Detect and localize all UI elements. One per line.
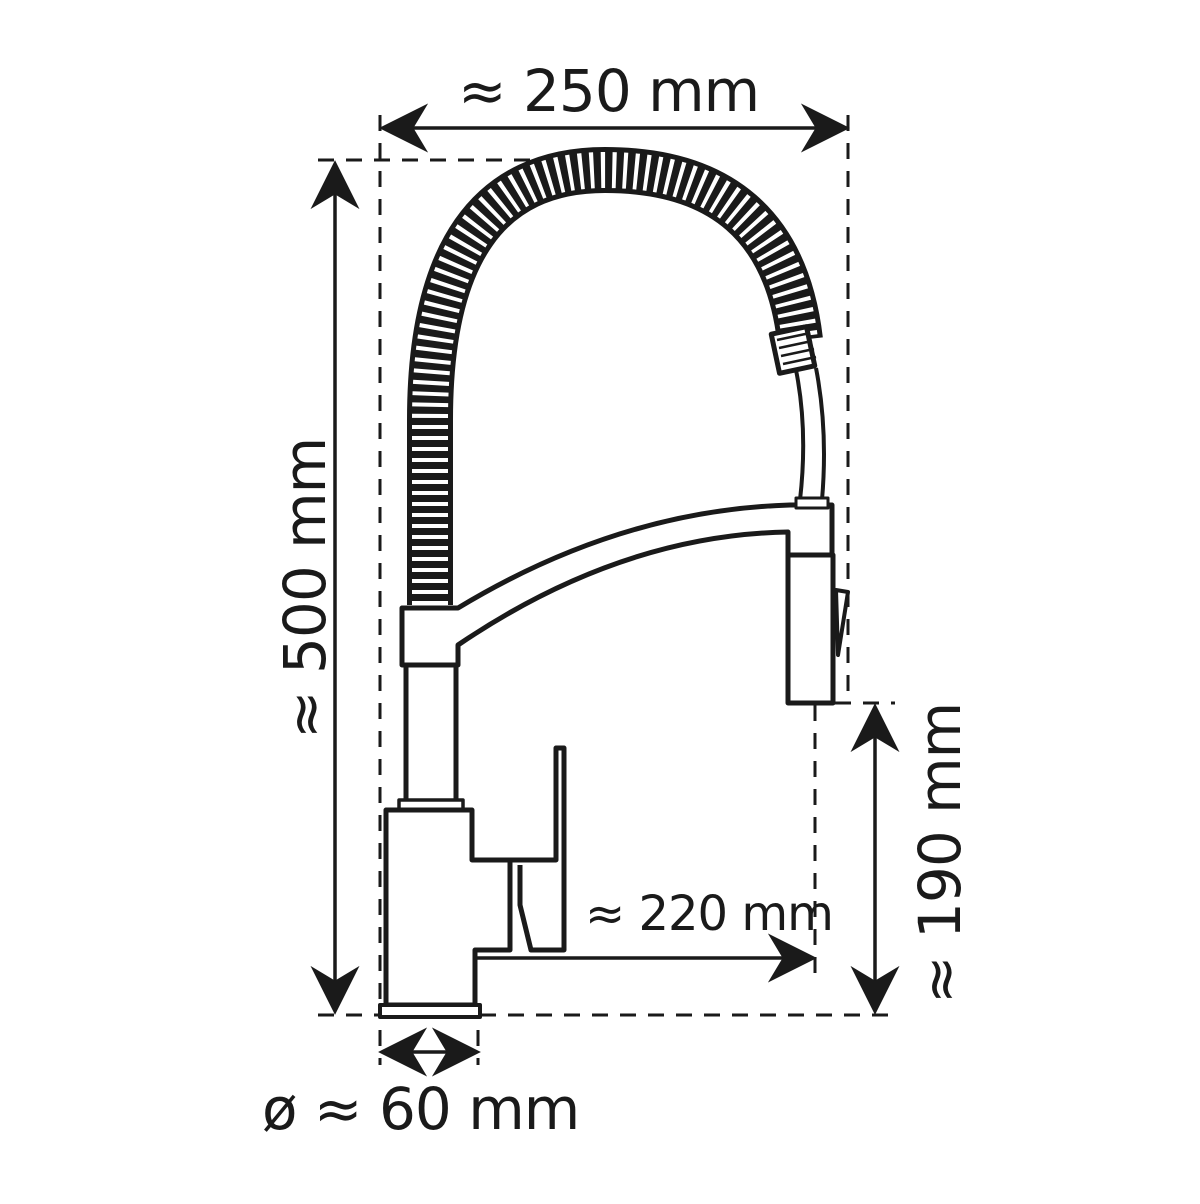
- reach-dimension-label: ≈ 220 mm: [585, 886, 834, 942]
- spray-head: [785, 552, 836, 706]
- base-diameter-label: ø ≈ 60 mm: [262, 1075, 580, 1143]
- width-dimension-label: ≈ 250 mm: [458, 57, 760, 125]
- base-plate: [378, 1003, 482, 1019]
- flexible-hose: [794, 367, 826, 501]
- riser-column: [403, 662, 459, 806]
- spray-trigger: [834, 588, 850, 657]
- swivel-spout-arm: [399, 502, 835, 668]
- faucet-outline: [378, 147, 850, 1019]
- height-dimension-label: ≈ 500 mm: [271, 437, 339, 739]
- spout-collar: [794, 496, 830, 510]
- lever-handle: [510, 745, 567, 953]
- clearance-dimension-label: ≈ 190 mm: [906, 702, 974, 1004]
- faucet-body: [383, 807, 513, 1008]
- dimension-arrows: [310, 103, 900, 1077]
